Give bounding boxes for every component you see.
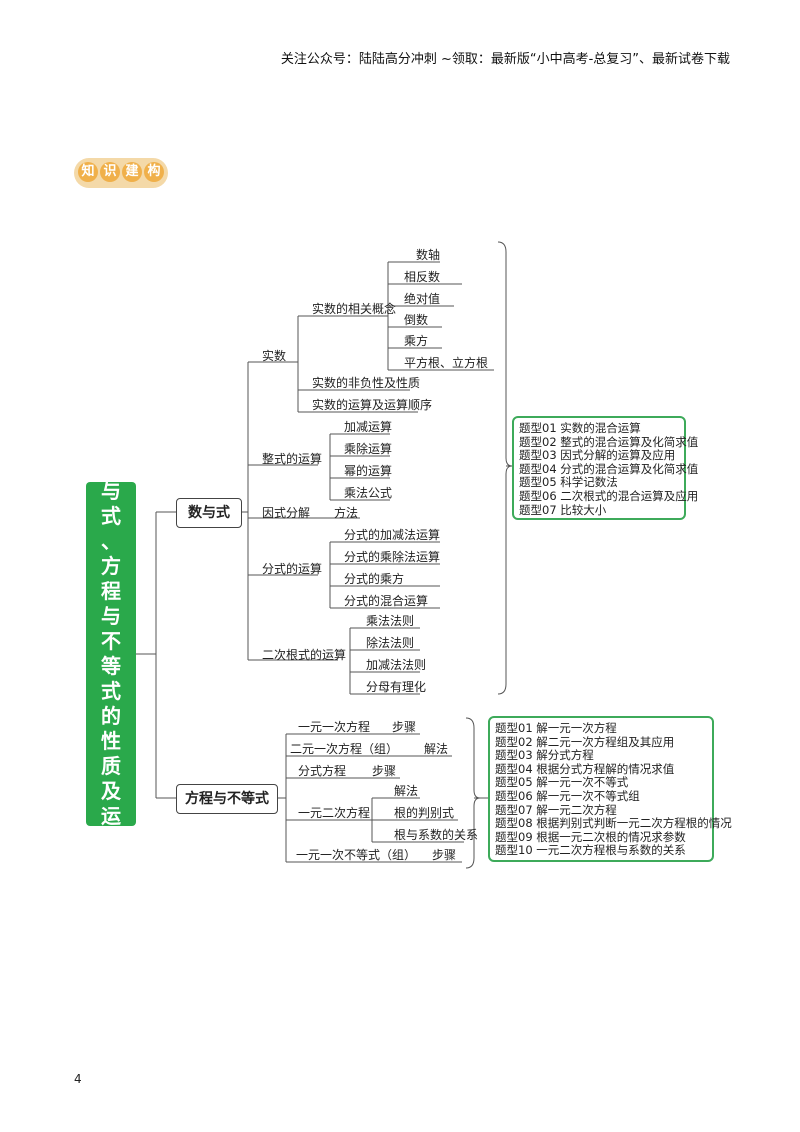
node-shishu-nonneg: 实数的非负性及性质 <box>312 376 421 390</box>
fenshi-item: 分式的乘方 <box>344 572 405 586</box>
erci-sub: 解法 <box>394 784 419 798</box>
root-char: 质 <box>101 754 121 778</box>
erci-sub: 根与系数的关系 <box>394 828 479 842</box>
zhengshi-item: 幂的运算 <box>344 464 393 478</box>
concept-item: 平方根、立方根 <box>404 356 489 370</box>
question-type: 题型02 解二元一次方程组及其应用 <box>495 734 675 749</box>
budengshi-steps: 步骤 <box>432 848 457 862</box>
badge-char: 建 <box>122 162 142 182</box>
root-char: 式 <box>101 679 121 703</box>
concept-item: 乘方 <box>404 334 429 348</box>
question-type: 题型02 整式的混合运算及化简求值 <box>519 434 699 449</box>
zhengshi-item: 乘法公式 <box>344 486 393 500</box>
question-type: 题型07 解一元二次方程 <box>495 802 617 817</box>
eryuan-yici-solve: 解法 <box>424 742 449 756</box>
node-yiyuan-erci: 一元二次方程 <box>298 806 371 820</box>
root-char: 与 <box>101 479 121 503</box>
page-header: 关注公众号：陆陆高分冲刺 ~领取：最新版“小中高考-总复习”、最新试卷下载 <box>280 52 730 67</box>
question-type: 题型03 因式分解的运算及应用 <box>519 448 676 463</box>
genshi-item: 乘法法则 <box>366 614 415 628</box>
fenshi-item: 分式的乘除法运算 <box>344 550 441 564</box>
root-char: 与 <box>101 604 121 628</box>
root-char: 及 <box>101 779 121 803</box>
question-type: 题型05 解一元一次不等式 <box>495 775 629 790</box>
root-char: 不 <box>101 629 121 653</box>
fenshi-item: 分式的加减法运算 <box>344 528 441 542</box>
page-number: 4 <box>74 1072 82 1086</box>
knowledge-badge: 知 识 建 构 <box>74 158 168 188</box>
zhengshi-item: 乘除运算 <box>344 442 393 456</box>
node-eryuan-yici: 二元一次方程（组） <box>290 742 399 756</box>
question-type: 题型08 根据判别式判断一元二次方程根的情况 <box>495 816 732 831</box>
root-char: 数 <box>101 454 121 478</box>
node-fenshi-fangcheng: 分式方程 <box>298 764 347 778</box>
badge-char: 识 <box>100 162 120 182</box>
node-yinshi: 因式分解 <box>262 506 311 520</box>
fenshi-item: 分式的混合运算 <box>344 594 429 608</box>
question-type: 题型10 一元二次方程根与系数的关系 <box>495 843 686 858</box>
question-type: 题型06 二次根式的混合运算及应用 <box>519 488 699 503</box>
question-type: 题型01 实数的混合运算 <box>519 421 641 435</box>
yinshi-method: 方法 <box>334 506 359 520</box>
question-type: 题型04 分式的混合运算及化简求值 <box>519 461 699 476</box>
node-shishu-ops: 实数的运算及运算顺序 <box>312 398 433 412</box>
genshi-item: 加减法法则 <box>366 658 427 672</box>
question-type: 题型05 科学记数法 <box>519 475 618 490</box>
question-types-box-2: 题型01 解一元一次方程 题型02 解二元一次方程组及其应用 题型03 解分式方… <box>488 716 732 862</box>
concept-item: 相反数 <box>404 270 441 284</box>
root-char: 程 <box>101 579 121 603</box>
concept-item: 数轴 <box>416 248 441 262</box>
root-char: 、 <box>101 529 121 553</box>
root-char: 运 <box>101 804 121 828</box>
branch-fangcheng-budengshi: 方程与不等式 <box>176 784 278 814</box>
node-budengshi: 一元一次不等式（组） <box>296 848 417 862</box>
root-char: 性 <box>101 729 121 753</box>
question-type: 题型04 根据分式方程解的情况求值 <box>495 761 675 776</box>
root-char: 式 <box>101 504 121 528</box>
node-zhengshi: 整式的运算 <box>262 452 323 466</box>
question-type: 题型09 根据一元二次根的情况求参数 <box>495 829 686 844</box>
badge-char: 构 <box>144 162 164 182</box>
root-char: 算 <box>101 829 121 853</box>
root-char: 等 <box>101 654 121 678</box>
concept-item: 倒数 <box>404 313 429 327</box>
node-fenshi: 分式的运算 <box>262 562 323 576</box>
genshi-item: 除法法则 <box>366 636 415 650</box>
yiyuan-yici-steps: 步骤 <box>392 720 417 734</box>
node-shishu: 实数 <box>262 349 287 363</box>
genshi-item: 分母有理化 <box>366 680 427 694</box>
node-yiyuan-yici: 一元一次方程 <box>298 720 371 734</box>
zhengshi-item: 加减运算 <box>344 420 393 434</box>
root-char: 方 <box>101 554 121 578</box>
question-type: 题型01 解一元一次方程 <box>495 721 617 735</box>
question-types-box-1: 题型01 实数的混合运算 题型02 整式的混合运算及化简求值 题型03 因式分解… <box>512 416 699 520</box>
question-type: 题型07 比较大小 <box>519 502 607 517</box>
badge-char: 知 <box>78 162 98 182</box>
branch-shu-yu-shi: 数与式 <box>176 498 242 528</box>
question-type: 题型03 解分式方程 <box>495 748 594 763</box>
question-type: 题型06 解一元一次不等式组 <box>495 788 640 803</box>
erci-sub: 根的判别式 <box>394 806 455 820</box>
root-node: 数 与 式 、 方 程 与 不 等 式 的 性 质 及 运 算 <box>86 454 136 853</box>
root-char: 的 <box>101 704 121 728</box>
concept-item: 绝对值 <box>404 292 441 306</box>
fenshi-fangcheng-steps: 步骤 <box>372 764 397 778</box>
node-genshi: 二次根式的运算 <box>262 648 347 662</box>
node-shishu-concepts: 实数的相关概念 <box>312 302 397 316</box>
